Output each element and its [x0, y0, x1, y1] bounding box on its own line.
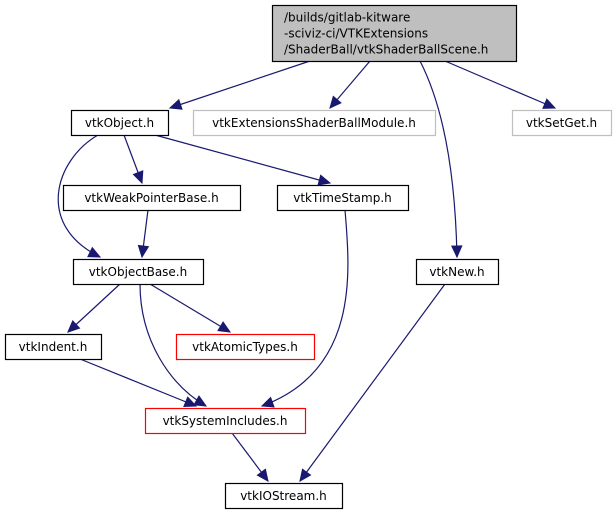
edge-vtkObject-to-vtkObjectBase: [57, 134, 102, 258]
edge-vtkObject-to-vtkTimeStamp: [154, 134, 332, 186]
arrowhead-icon: [132, 170, 144, 185]
arrowhead-icon: [317, 174, 332, 186]
node-vtkAtomicTypes[interactable]: vtkAtomicTypes.h: [175, 333, 316, 361]
edge-line: [444, 60, 556, 109]
node-vtkObjectBase[interactable]: vtkObjectBase.h: [72, 258, 205, 286]
node-vtkWeakPointerBase[interactable]: vtkWeakPointerBase.h: [62, 184, 242, 212]
arrowhead-icon: [260, 396, 275, 408]
node-label: -sciviz-ci/VTKExtensions: [284, 27, 428, 41]
edges-layer: [57, 60, 557, 482]
edge-vtkTimeStamp-to-vtkSystemIncludes: [260, 209, 349, 408]
node-vtkSetGet: vtkSetGet.h: [511, 109, 613, 137]
edge-vtkNew-to-vtkIOStream: [299, 283, 446, 482]
arrowhead-icon: [329, 95, 342, 109]
node-label: vtkIOStream.h: [240, 489, 327, 503]
node-box: [4, 333, 103, 361]
edge-line: [154, 134, 331, 184]
arrowhead-icon: [183, 396, 198, 408]
node-box: [144, 407, 307, 435]
node-box: [271, 4, 518, 63]
arrowhead-icon: [542, 98, 557, 109]
node-label: vtkSetGet.h: [526, 116, 597, 130]
arrowhead-icon: [217, 321, 232, 333]
arrowhead-icon: [67, 319, 81, 333]
edge-vtkObjectBase-to-vtkIndent: [67, 283, 121, 333]
edge-line: [419, 60, 458, 258]
edge-line: [67, 283, 121, 333]
arrowhead-icon: [87, 246, 102, 258]
node-box: [175, 333, 316, 361]
node-box: [276, 184, 410, 212]
node-label: vtkWeakPointerBase.h: [84, 191, 218, 205]
node-box: [192, 109, 437, 137]
node-label: /ShaderBall/vtkShaderBallScene.h: [284, 43, 488, 57]
node-vtkSystemIncludes[interactable]: vtkSystemIncludes.h: [144, 407, 307, 435]
edge-root-to-vtkExtensionsShaderBallModule: [329, 60, 371, 109]
edge-line: [139, 283, 207, 407]
node-vtkTimeStamp[interactable]: vtkTimeStamp.h: [276, 184, 410, 212]
edge-vtkObjectBase-to-vtkAtomicTypes: [149, 283, 232, 333]
node-root[interactable]: /builds/gitlab-kitware -sciviz-ci/VTKExte…: [271, 4, 518, 63]
node-box: [415, 258, 500, 286]
edge-line: [57, 134, 101, 258]
edge-root-to-vtkNew: [419, 60, 463, 259]
node-box: [511, 109, 613, 137]
node-label: /builds/gitlab-kitware: [284, 11, 410, 25]
arrowhead-icon: [451, 245, 463, 259]
edge-line: [79, 358, 197, 407]
node-box: [72, 258, 205, 286]
node-box: [70, 109, 170, 137]
node-vtkIOStream[interactable]: vtkIOStream.h: [224, 482, 344, 510]
arrowhead-icon: [299, 468, 312, 482]
node-vtkObject[interactable]: vtkObject.h: [70, 109, 170, 137]
node-vtkExtensionsShaderBallModule: vtkExtensionsShaderBallModule.h: [192, 109, 437, 137]
edge-root-to-vtkObject: [168, 60, 311, 110]
edge-vtkObject-to-vtkWeakPointerBase: [123, 134, 144, 185]
edge-vtkWeakPointerBase-to-vtkObjectBase: [137, 209, 150, 259]
node-label: vtkObject.h: [85, 116, 154, 130]
edge-vtkObjectBase-to-vtkSystemIncludes: [139, 283, 208, 407]
edge-line: [149, 283, 231, 333]
edge-vtkIndent-to-vtkSystemIncludes: [79, 358, 198, 408]
edge-line: [299, 283, 446, 482]
edge-root-to-vtkSetGet: [444, 60, 557, 109]
arrowhead-icon: [137, 244, 150, 259]
node-vtkIndent[interactable]: vtkIndent.h: [4, 333, 103, 361]
arrowhead-icon: [256, 468, 269, 482]
node-label: vtkSystemIncludes.h: [163, 414, 288, 428]
node-label: vtkIndent.h: [19, 340, 88, 354]
node-box: [62, 184, 242, 212]
node-vtkNew[interactable]: vtkNew.h: [415, 258, 500, 286]
node-label: vtkExtensionsShaderBallModule.h: [212, 116, 416, 130]
node-label: vtkObjectBase.h: [89, 265, 187, 279]
node-label: vtkTimeStamp.h: [293, 191, 392, 205]
nodes-layer: /builds/gitlab-kitware -sciviz-ci/VTKExte…: [4, 4, 613, 510]
node-label: vtkAtomicTypes.h: [192, 340, 298, 354]
edge-line: [169, 60, 311, 109]
edge-line: [261, 209, 349, 407]
node-label: vtkNew.h: [429, 265, 484, 279]
arrowhead-icon: [168, 98, 183, 110]
edge-vtkSystemIncludes-to-vtkIOStream: [231, 432, 269, 482]
arrowhead-icon: [193, 395, 208, 407]
node-box: [224, 482, 344, 510]
